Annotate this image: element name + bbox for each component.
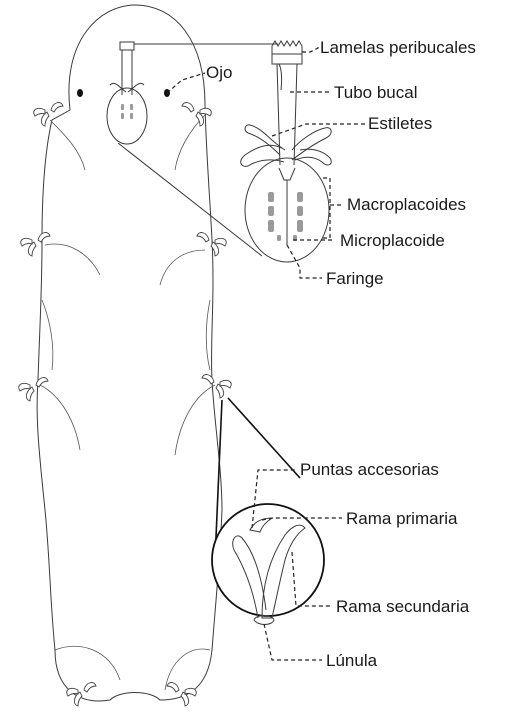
label-ojo: Ojo: [206, 63, 232, 82]
buccal-apparatus-enlarged: [241, 41, 332, 262]
claw-hind-left: [67, 683, 96, 706]
eye-left: [77, 89, 83, 97]
claw-front-left: [34, 103, 63, 126]
leader-ojo: [167, 73, 205, 93]
label-lamelas: Lamelas peribucales: [320, 38, 476, 57]
label-faringe: Faringe: [326, 269, 384, 288]
claw-third-left: [19, 378, 48, 401]
label-lunula: Lúnula: [326, 651, 378, 670]
claw-front-right: [182, 103, 211, 126]
body-claws: [19, 103, 232, 706]
label-tubo: Tubo bucal: [334, 83, 417, 102]
label-puntas: Puntas accesorias: [300, 460, 439, 479]
label-estiletes: Estiletes: [368, 114, 432, 133]
label-macro: Macroplacoides: [347, 195, 466, 214]
claw-mid-left: [21, 233, 50, 256]
label-secundaria: Rama secundaria: [336, 597, 470, 616]
label-primaria: Rama primaria: [346, 509, 458, 528]
label-micro: Microplacoide: [340, 231, 445, 250]
small-buccal-apparatus: [77, 42, 170, 144]
leader-lunula: [264, 624, 322, 660]
leader-lamelas: [302, 46, 318, 52]
claw-third-right: [202, 375, 231, 398]
claw-hind-right: [167, 683, 196, 706]
